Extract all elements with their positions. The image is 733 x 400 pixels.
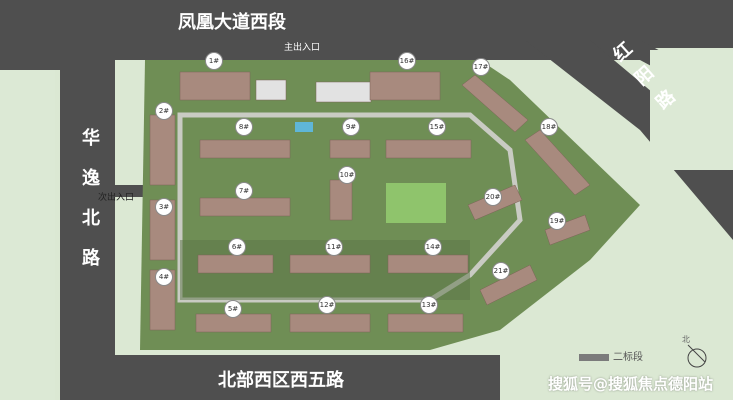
west-road-label: 华逸北路 — [79, 128, 100, 288]
building-marker: 13# — [420, 296, 438, 314]
north-arrow-label: 北 — [682, 335, 690, 344]
building-marker: 7# — [235, 182, 253, 200]
building-marker: 12# — [318, 296, 336, 314]
building-marker: 20# — [484, 188, 502, 206]
legend-label: 二标段 — [613, 352, 643, 363]
building-marker: 9# — [342, 118, 360, 136]
building-marker: 19# — [548, 212, 566, 230]
building-marker: 18# — [540, 118, 558, 136]
building-marker: 15# — [428, 118, 446, 136]
building-marker: 21# — [492, 262, 510, 280]
building-marker: 16# — [398, 52, 416, 70]
building-marker: 17# — [472, 58, 490, 76]
west-road — [60, 40, 115, 400]
building-marker: 14# — [424, 238, 442, 256]
building-marker: 8# — [235, 118, 253, 136]
building-marker: 6# — [228, 238, 246, 256]
building-marker: 2# — [155, 102, 173, 120]
main-entrance-label: 主出入口 — [284, 43, 321, 53]
north-road-label: 凤凰大道西段 — [178, 12, 286, 33]
south-road — [60, 355, 500, 400]
watermark: 搜狐号@搜狐焦点德阳站 — [548, 375, 714, 393]
building-marker: 5# — [224, 300, 242, 318]
secondary-entrance-label: 次出入口 — [98, 193, 135, 203]
building-marker: 1# — [205, 52, 223, 70]
building-marker: 4# — [155, 268, 173, 286]
legend-swatch — [579, 353, 609, 361]
building-marker: 3# — [155, 198, 173, 216]
building-marker: 11# — [325, 238, 343, 256]
building-marker: 10# — [338, 166, 356, 184]
south-road-label: 北部西区西五路 — [218, 370, 344, 391]
legend: 二标段 — [579, 348, 643, 363]
